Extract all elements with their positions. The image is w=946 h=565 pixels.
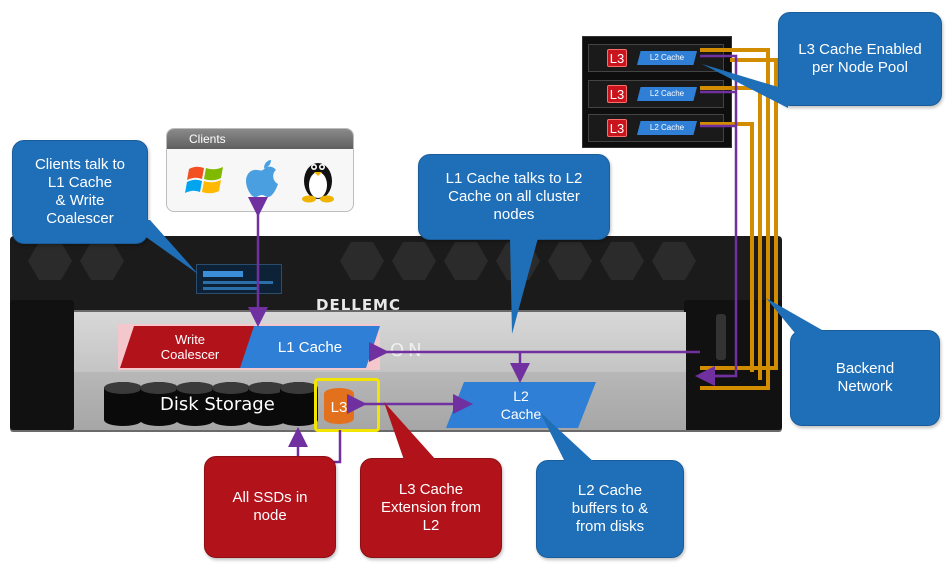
- callout-clients-talk: Clients talk to L1 Cache & Write Coalesc…: [12, 140, 148, 244]
- hex-vent: [340, 242, 384, 280]
- server-chassis-top: DELLEMC: [10, 236, 782, 312]
- node-l2-chip: L2 Cache: [637, 121, 697, 135]
- dell-emc-logo: DELLEMC: [316, 296, 401, 312]
- status-bar: [203, 281, 273, 284]
- callout-l1-to-l2: L1 Cache talks to L2 Cache on all cluste…: [418, 154, 610, 240]
- disk-icon: [280, 382, 318, 426]
- callout-l2-buffers: L2 Cache buffers to & from disks: [536, 460, 684, 558]
- node-l2-chip: L2 Cache: [637, 51, 697, 65]
- clients-title: Clients: [167, 129, 353, 149]
- write-coalescer: Write Coalescer: [120, 326, 260, 368]
- callout-tail: [384, 402, 436, 460]
- hex-vent: [392, 242, 436, 280]
- callout-tail: [766, 298, 822, 344]
- node-unit: L3 L2 Cache: [588, 80, 724, 108]
- hex-vent: [444, 242, 488, 280]
- chassis-left-ear: [10, 300, 74, 430]
- node-l2-chip: L2 Cache: [637, 87, 697, 101]
- disk-icon: [140, 382, 178, 426]
- disk-icon: [104, 382, 142, 426]
- node-l3-chip: L3: [607, 85, 627, 103]
- callout-l3-extension: L3 Cache Extension from L2: [360, 458, 502, 558]
- ear-handle: [716, 314, 726, 360]
- callout-tail: [540, 412, 596, 464]
- l1-cache: L1 Cache: [240, 326, 380, 368]
- disk-icon: [212, 382, 250, 426]
- callout-l3-enabled: L3 Cache Enabled per Node Pool: [778, 12, 942, 106]
- isilon-logo: ON: [390, 340, 426, 361]
- node-l3-chip: L3: [607, 49, 627, 67]
- disk-icon: [248, 382, 286, 426]
- apple-icon: [246, 160, 278, 197]
- cache-links: [248, 54, 738, 464]
- callout-tail: [702, 64, 788, 108]
- callout-all-ssds: All SSDs in node: [204, 456, 336, 558]
- linux-icon: [302, 163, 334, 203]
- windows-icon: [185, 166, 223, 194]
- status-bar: [203, 271, 243, 277]
- callout-backend: Backend Network: [790, 330, 940, 426]
- disk-storage-label: Disk Storage: [160, 394, 275, 415]
- disk-icon: [176, 382, 214, 426]
- callout-tail: [122, 220, 198, 274]
- node-l3-chip: L3: [607, 119, 627, 137]
- status-bar: [203, 287, 259, 290]
- chassis-right-ear: [684, 300, 782, 430]
- callout-tail: [510, 238, 538, 334]
- node-unit: L3 L2 Cache: [588, 114, 724, 142]
